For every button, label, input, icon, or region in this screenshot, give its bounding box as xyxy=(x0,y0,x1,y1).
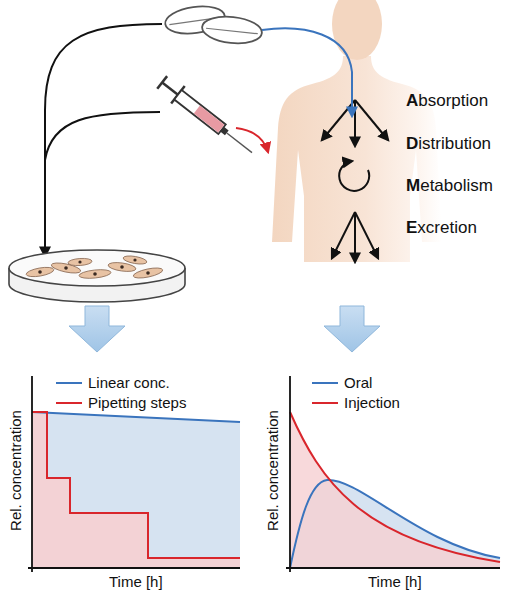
syringe xyxy=(155,74,258,162)
process-label: Distribution xyxy=(406,134,491,154)
process-label: Metabolism xyxy=(406,176,493,196)
in-vivo-chart xyxy=(286,376,500,572)
x-axis-label: Time [h] xyxy=(109,573,163,590)
in-vitro-chart xyxy=(28,376,240,572)
petri-dish xyxy=(9,250,185,302)
x-axis-label: Time [h] xyxy=(368,573,422,590)
legend-text: Linear conc. xyxy=(88,374,170,391)
process-label: Excretion xyxy=(406,218,477,238)
pills xyxy=(163,3,263,46)
oral-route-arrow xyxy=(262,28,352,116)
in-vitro-arrow xyxy=(45,24,162,256)
legend-text: Injection xyxy=(344,394,400,411)
adme-arrows xyxy=(322,100,388,262)
legend-text: Pipetting steps xyxy=(88,394,186,411)
process-label: Absorption xyxy=(406,91,488,111)
y-axis-label: Rel. concentration xyxy=(6,410,23,531)
y-axis-label: Rel. concentration xyxy=(263,410,280,531)
block-arrow xyxy=(69,306,125,352)
block-arrow xyxy=(324,306,380,352)
legend-text: Oral xyxy=(344,374,372,391)
injection-route-arrow xyxy=(236,128,268,152)
